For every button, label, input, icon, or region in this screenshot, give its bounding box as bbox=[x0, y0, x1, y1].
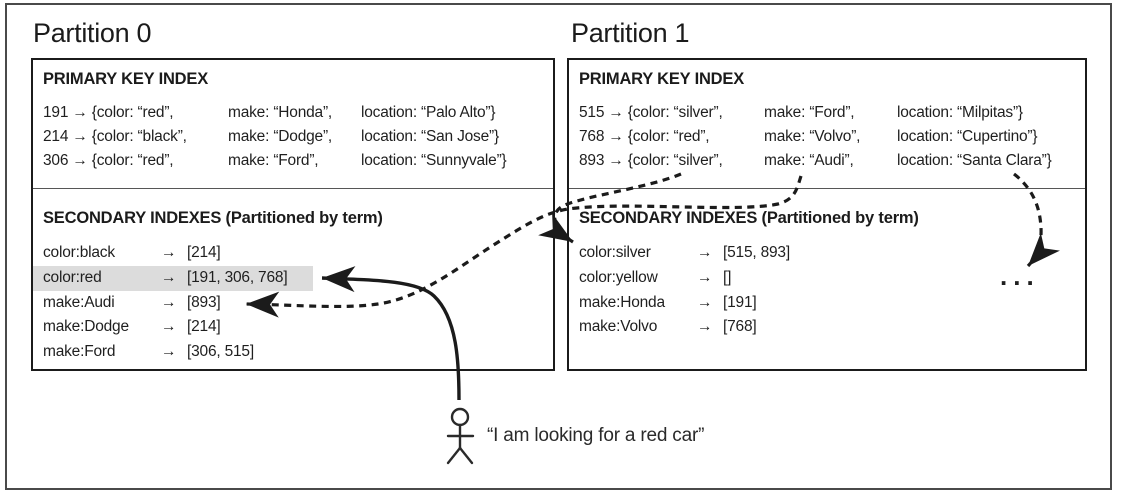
row-key-and-color: 893 → {color: “silver”, bbox=[579, 152, 723, 169]
primary-index-row: 306 → {color: “red”, make: “Ford”, locat… bbox=[33, 149, 553, 173]
primary-index-title: PRIMARY KEY INDEX bbox=[579, 70, 744, 88]
arrow-icon: → bbox=[697, 318, 713, 336]
secondary-index-row-highlighted: color:red → [191, 306, 768] bbox=[33, 265, 313, 291]
secondary-index-title: SECONDARY INDEXES (Partitioned by term) bbox=[579, 209, 919, 227]
index-postings: [214] bbox=[187, 244, 221, 261]
secondary-index-row: make:Dodge → [214] bbox=[33, 315, 553, 340]
row-make: make: “Ford”, bbox=[764, 104, 855, 121]
index-term: make:Ford bbox=[43, 343, 116, 361]
arrow-icon: → bbox=[697, 268, 713, 286]
index-postings: [893] bbox=[187, 293, 221, 311]
secondary-index-row: color:black → [214] bbox=[33, 241, 553, 266]
index-postings: [515, 893] bbox=[723, 244, 790, 261]
index-postings: [191] bbox=[723, 293, 757, 311]
index-term: color:red bbox=[43, 268, 102, 286]
index-term: make:Honda bbox=[579, 293, 665, 311]
primary-index-row: 893 → {color: “silver”, make: “Audi”, lo… bbox=[569, 149, 1085, 173]
row-key-and-color: 306 → {color: “red”, bbox=[43, 152, 174, 169]
index-term: color:silver bbox=[579, 244, 651, 261]
row-location: location: “Santa Clara”} bbox=[897, 152, 1052, 169]
index-postings: [] bbox=[723, 268, 732, 286]
section-divider bbox=[569, 188, 1085, 189]
secondary-index-row: make:Volvo → [768] bbox=[569, 315, 1085, 340]
user-query-quote: “I am looking for a red car” bbox=[487, 425, 705, 446]
arrow-icon: → bbox=[161, 318, 177, 336]
partition-1-box: PRIMARY KEY INDEX 515 → {color: “silver”… bbox=[567, 58, 1087, 371]
partition-1-label: Partition 1 bbox=[571, 18, 690, 48]
row-key-and-color: 515 → {color: “silver”, bbox=[579, 104, 723, 121]
primary-index-row: 768 → {color: “red”, make: “Volvo”, loca… bbox=[569, 125, 1085, 149]
index-postings: [768] bbox=[723, 318, 757, 336]
index-term: make:Volvo bbox=[579, 318, 658, 336]
section-divider bbox=[33, 188, 553, 189]
secondary-index-row: make:Honda → [191] bbox=[569, 291, 1085, 316]
row-make: make: “Audi”, bbox=[764, 152, 854, 169]
row-location: location: “Milpitas”} bbox=[897, 104, 1023, 121]
arrow-icon: → bbox=[161, 244, 177, 261]
row-location: location: “Palo Alto”} bbox=[361, 104, 496, 121]
partition-0-label: Partition 0 bbox=[33, 18, 152, 48]
index-postings: [306, 515] bbox=[187, 343, 254, 361]
arrow-icon: → bbox=[161, 268, 177, 286]
primary-index-row: 191 → {color: “red”, make: “Honda”, loca… bbox=[33, 101, 553, 125]
index-term: color:black bbox=[43, 244, 115, 261]
index-postings: [214] bbox=[187, 318, 221, 336]
row-location: location: “San Jose”} bbox=[361, 128, 499, 145]
row-make: make: “Volvo”, bbox=[764, 128, 861, 145]
index-term: make:Dodge bbox=[43, 318, 129, 336]
secondary-index-title: SECONDARY INDEXES (Partitioned by term) bbox=[43, 209, 383, 227]
index-postings: [191, 306, 768] bbox=[187, 268, 288, 286]
row-location: location: “Cupertino”} bbox=[897, 128, 1038, 145]
primary-index-rows: 191 → {color: “red”, make: “Honda”, loca… bbox=[33, 101, 553, 173]
primary-index-row: 515 → {color: “silver”, make: “Ford”, lo… bbox=[569, 101, 1085, 125]
row-make: make: “Ford”, bbox=[228, 152, 319, 169]
secondary-index-row: make:Ford → [306, 515] bbox=[33, 340, 553, 365]
row-key-and-color: 768 → {color: “red”, bbox=[579, 128, 710, 145]
more-partitions-ellipsis: ... bbox=[1000, 261, 1040, 291]
secondary-index-row: make:Audi → [893] bbox=[33, 291, 553, 316]
arrow-icon: → bbox=[161, 293, 177, 311]
row-make: make: “Dodge”, bbox=[228, 128, 333, 145]
arrow-icon: → bbox=[697, 244, 713, 261]
row-key-and-color: 214 → {color: “black”, bbox=[43, 128, 187, 145]
secondary-index-rows: color:black → [214] color:red → [191, 30… bbox=[33, 241, 553, 365]
primary-index-row: 214 → {color: “black”, make: “Dodge”, lo… bbox=[33, 125, 553, 149]
partition-0-box: PRIMARY KEY INDEX 191 → {color: “red”, m… bbox=[31, 58, 555, 371]
arrow-icon: → bbox=[161, 343, 177, 361]
arrow-icon: → bbox=[697, 293, 713, 311]
primary-index-title: PRIMARY KEY INDEX bbox=[43, 70, 208, 88]
primary-index-rows: 515 → {color: “silver”, make: “Ford”, lo… bbox=[569, 101, 1085, 173]
row-make: make: “Honda”, bbox=[228, 104, 333, 121]
row-location: location: “Sunnyvale”} bbox=[361, 152, 507, 169]
index-term: color:yellow bbox=[579, 268, 658, 286]
index-term: make:Audi bbox=[43, 293, 115, 311]
row-key-and-color: 191 → {color: “red”, bbox=[43, 104, 174, 121]
